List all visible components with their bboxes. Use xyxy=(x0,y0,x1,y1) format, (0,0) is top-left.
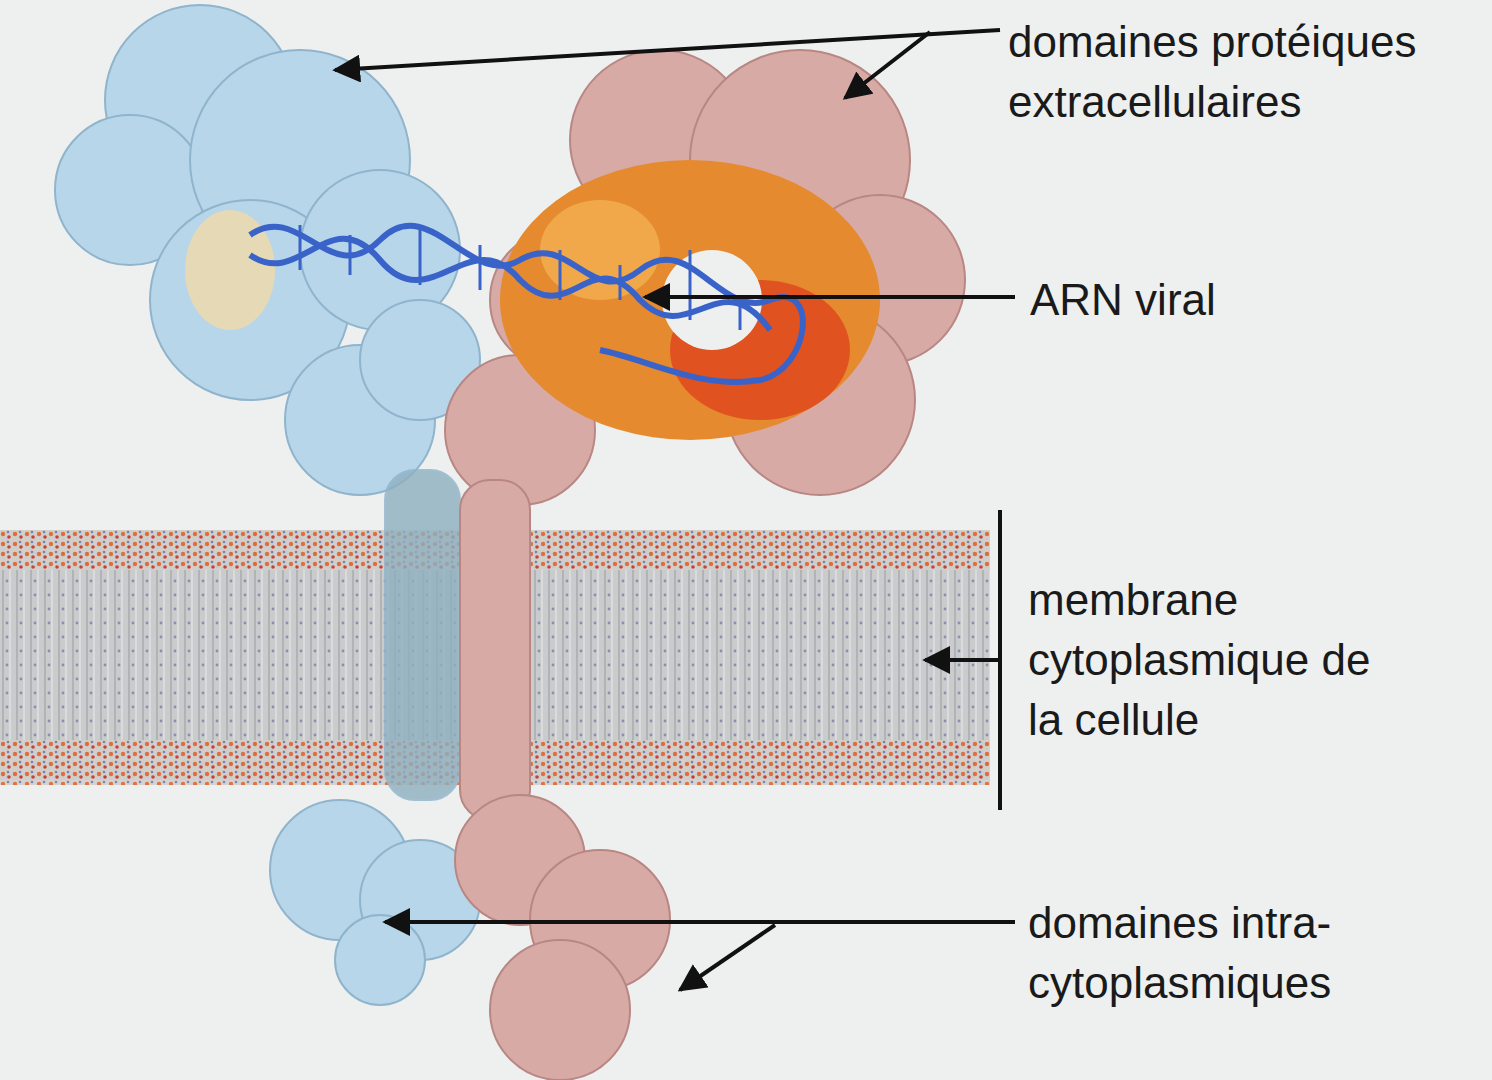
pink-protein xyxy=(445,50,965,1080)
callout-label: ARN viral xyxy=(1030,270,1230,330)
ring-interior xyxy=(500,160,880,440)
viral-rna xyxy=(250,225,803,382)
callout-label: membrane cytoplasmique de la cellule xyxy=(1028,570,1373,749)
callout-label: domaines protéiques extracellulaires xyxy=(1008,12,1486,132)
callout-label: domaines intra- cytoplasmiques xyxy=(1028,893,1393,1013)
blue-protein xyxy=(55,5,480,1005)
leader-lines xyxy=(335,30,1015,990)
